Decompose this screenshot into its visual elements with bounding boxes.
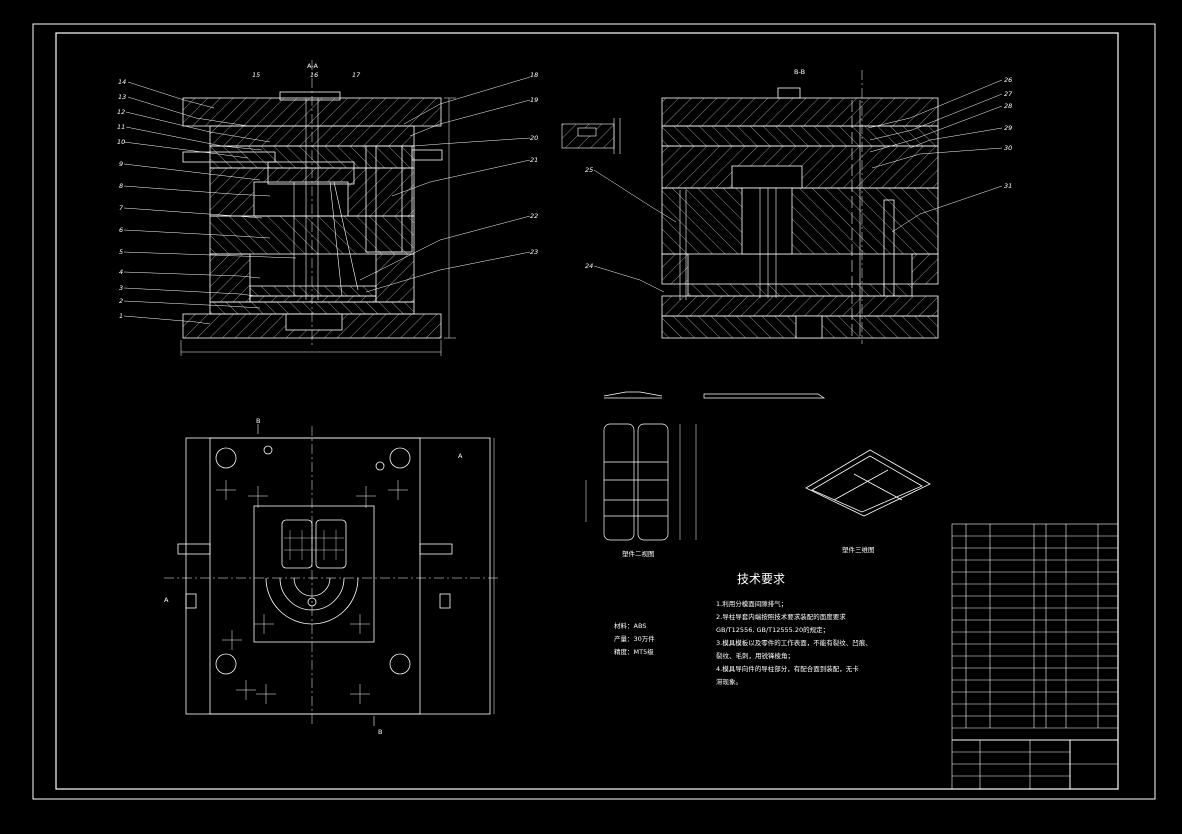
side-part-numbers: 25 24 26 27 28 29 30 31 B-B <box>585 68 1013 270</box>
front-part-number: 4 <box>119 268 123 276</box>
front-part-number: 1 <box>119 312 123 320</box>
front-part-number: 15 <box>252 71 260 79</box>
front-part-number: 9 <box>119 160 123 168</box>
output-note: 产量：30万件 <box>614 635 655 643</box>
plan-markers: B A A B <box>164 417 463 736</box>
front-part-number: 5 <box>119 248 123 256</box>
front-part-number: 3 <box>119 284 123 292</box>
front-part-number: 7 <box>119 204 124 212</box>
front-part-number: 19 <box>530 96 538 104</box>
inner-frame <box>55 32 1119 790</box>
outer-frame <box>32 23 1156 800</box>
side-part-number: 30 <box>1004 144 1012 152</box>
precision-note: 精度：MT5级 <box>614 648 654 656</box>
part-3d-view <box>805 449 931 517</box>
front-part-number: 11 <box>117 123 125 131</box>
front-leaders <box>123 76 531 325</box>
plan-marker: B <box>378 728 382 736</box>
dimension-lines <box>180 97 495 714</box>
front-part-number: 8 <box>119 182 123 190</box>
tech-req-item: GB/T12556, GB/T12555.20的规定； <box>716 626 830 634</box>
front-part-number: 12 <box>117 108 125 116</box>
part-two-view-caption: 塑件二视图 <box>622 549 655 558</box>
tech-req-item: 滞现象。 <box>716 678 742 686</box>
title-block <box>951 523 1119 790</box>
front-part-number: 13 <box>118 93 126 101</box>
part-3d-view-caption: 塑件三维图 <box>842 545 875 554</box>
side-section-label: B-B <box>794 68 805 76</box>
front-part-number: 22 <box>530 212 538 220</box>
material-note: 材料：ABS <box>614 622 647 630</box>
side-section-view <box>661 70 939 344</box>
tech-req-item: 2.导柱导套内端按照技术要求装配的面度要求 <box>716 613 846 621</box>
detail-view <box>561 118 621 154</box>
side-part-number: 24 <box>585 262 593 270</box>
side-part-number: 28 <box>1004 102 1012 110</box>
side-leaders <box>593 79 1003 293</box>
tech-req-item: 3.模具模板以及零件的工作表面，不能有裂纹、凹痕、 <box>716 639 872 647</box>
tech-req-item: 4.模具导向件的导柱部分，有配合面到装配，无卡 <box>716 665 859 673</box>
front-part-number: 16 <box>310 71 318 79</box>
tech-req-item: 裂纹、毛刺，用锐锋棱角； <box>716 652 794 660</box>
front-part-number: 2 <box>119 297 123 305</box>
side-part-number: 25 <box>585 166 593 174</box>
front-part-number: 18 <box>530 71 538 79</box>
part-two-view <box>585 391 826 541</box>
side-part-number: 27 <box>1004 90 1013 98</box>
front-part-number: 20 <box>530 134 538 142</box>
plan-view <box>164 424 500 726</box>
side-part-number: 29 <box>1004 124 1012 132</box>
front-part-number: 6 <box>119 226 123 234</box>
front-section-label: A-A <box>307 62 319 70</box>
side-part-number: 31 <box>1004 182 1012 190</box>
plan-marker: A <box>164 596 169 604</box>
front-part-number: 14 <box>118 78 126 86</box>
front-part-number: 23 <box>530 248 538 256</box>
tech-req-title: 技术要求 <box>737 572 786 586</box>
plan-marker: B <box>256 417 260 425</box>
front-part-numbers: 14 13 12 11 10 9 8 7 6 5 4 3 2 1 15 16 1… <box>117 62 538 320</box>
part-captions: 塑件二视图 塑件三维图 <box>622 545 875 558</box>
tech-req-item: 1.利用分模面间隙排气； <box>716 600 788 608</box>
side-part-number: 26 <box>1004 76 1012 84</box>
front-part-number: 10 <box>117 138 125 146</box>
plan-marker: A <box>458 452 463 460</box>
front-part-number: 17 <box>352 71 361 79</box>
front-section-view <box>181 60 450 353</box>
front-part-number: 21 <box>530 156 538 164</box>
